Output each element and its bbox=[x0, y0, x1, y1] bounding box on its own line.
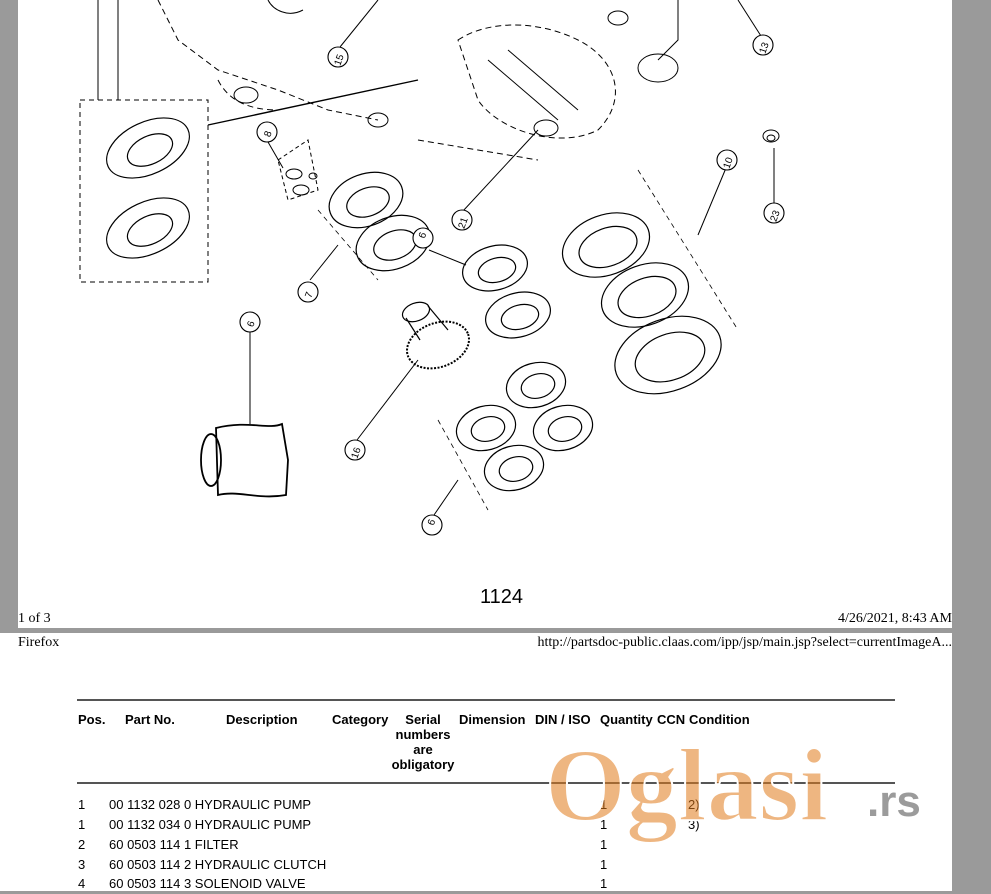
row-part: 60 0503 114 1 FILTER bbox=[109, 837, 239, 852]
bearings-9-bottom bbox=[437, 361, 594, 511]
callout-10: 10 bbox=[722, 156, 736, 171]
bearings-7 bbox=[317, 171, 431, 281]
row-part: 00 1132 028 0 HYDRAULIC PUMP bbox=[109, 797, 312, 812]
document-page-1: 15 13 8 10 21 9 7 23 6 16 9 1124 1 of 3 … bbox=[18, 0, 952, 628]
print-timestamp: 4/26/2021, 8:43 AM bbox=[838, 611, 952, 626]
row-part: 60 0503 114 2 HYDRAULIC CLUTCH bbox=[109, 857, 327, 872]
row-pos: 2 bbox=[78, 837, 86, 852]
callout-21: 21 bbox=[457, 216, 471, 231]
table-row: 2 60 0503 114 1 FILTER 1 bbox=[78, 837, 898, 855]
col-part-no: Part No. bbox=[125, 712, 175, 727]
row-qty: 1 bbox=[600, 857, 608, 872]
col-din-iso: DIN / ISO bbox=[535, 712, 591, 727]
oglasi-watermark: Oglasi .rs bbox=[545, 727, 921, 844]
row-pos: 1 bbox=[78, 817, 86, 832]
housing-outline bbox=[97, 0, 679, 128]
callout-23: 23 bbox=[769, 209, 783, 224]
row-qty: 1 bbox=[600, 817, 608, 832]
callout-6: 6 bbox=[246, 319, 258, 328]
row-qty: 1 bbox=[600, 797, 608, 812]
row-pos: 4 bbox=[78, 876, 86, 891]
row-cond: 2) bbox=[688, 797, 700, 812]
col-quantity: Quantity bbox=[600, 712, 653, 727]
col-condition: Condition bbox=[689, 712, 750, 727]
col-category: Category bbox=[332, 712, 389, 727]
row-part: 00 1132 034 0 HYDRAULIC PUMP bbox=[109, 817, 312, 832]
row-part: 60 0503 114 3 SOLENOID VALVE bbox=[109, 876, 306, 891]
seal-rings bbox=[106, 117, 190, 259]
col-description: Description bbox=[226, 712, 298, 727]
col-pos: Pos. bbox=[78, 712, 106, 727]
small-parts bbox=[277, 129, 780, 201]
row-qty: 1 bbox=[600, 837, 608, 852]
leader-lines bbox=[267, 0, 775, 516]
callout-16: 16 bbox=[350, 446, 364, 461]
col-serial: Serial numbers are obligatory bbox=[391, 712, 455, 772]
page-gap bbox=[0, 628, 991, 633]
gear-16 bbox=[401, 301, 470, 370]
document-page-2: Firefox http://partsdoc-public.claas.com… bbox=[0, 633, 952, 891]
page-count: 1 of 3 bbox=[18, 611, 51, 626]
callout-8: 8 bbox=[263, 129, 275, 138]
browser-name: Firefox bbox=[18, 635, 60, 650]
table-top-rule bbox=[77, 699, 895, 701]
row-pos: 1 bbox=[78, 797, 86, 812]
table-row: 4 60 0503 114 3 SOLENOID VALVE 1 bbox=[78, 876, 898, 894]
shaft bbox=[487, 49, 579, 137]
row-pos: 3 bbox=[78, 857, 86, 872]
col-dimension: Dimension bbox=[459, 712, 526, 727]
bearings-9-top bbox=[462, 244, 551, 339]
callouts bbox=[239, 34, 785, 536]
callout-15: 15 bbox=[333, 53, 347, 68]
watermark-tld: .rs bbox=[867, 777, 921, 826]
row-cond: 3) bbox=[688, 817, 700, 832]
table-row: 1 00 1132 034 0 HYDRAULIC PUMP 1 3) bbox=[78, 817, 898, 835]
page-url: http://partsdoc-public.claas.com/ipp/jsp… bbox=[537, 635, 952, 650]
callout-9-top: 9 bbox=[415, 230, 427, 239]
watermark-brand: Oglasi bbox=[545, 728, 828, 843]
col-ccn: CCN bbox=[657, 712, 686, 727]
table-row: 1 00 1132 028 0 HYDRAULIC PUMP 1 2) bbox=[78, 797, 898, 815]
seal-box bbox=[79, 99, 209, 283]
callout-9-bottom: 9 bbox=[424, 517, 436, 526]
table-row: 3 60 0503 114 2 HYDRAULIC CLUTCH 1 bbox=[78, 857, 898, 875]
filter-6 bbox=[200, 315, 289, 498]
callout-7: 7 bbox=[304, 290, 316, 299]
bearings-10 bbox=[561, 169, 739, 395]
viewer-right-margin bbox=[952, 0, 991, 891]
table-header-rule bbox=[77, 782, 895, 784]
callout-13: 13 bbox=[758, 41, 772, 56]
parts-exploded-drawing: 15 13 8 10 21 9 7 23 6 16 9 bbox=[18, 0, 952, 590]
row-qty: 1 bbox=[600, 876, 608, 891]
drawing-page-number: 1124 bbox=[480, 586, 524, 608]
